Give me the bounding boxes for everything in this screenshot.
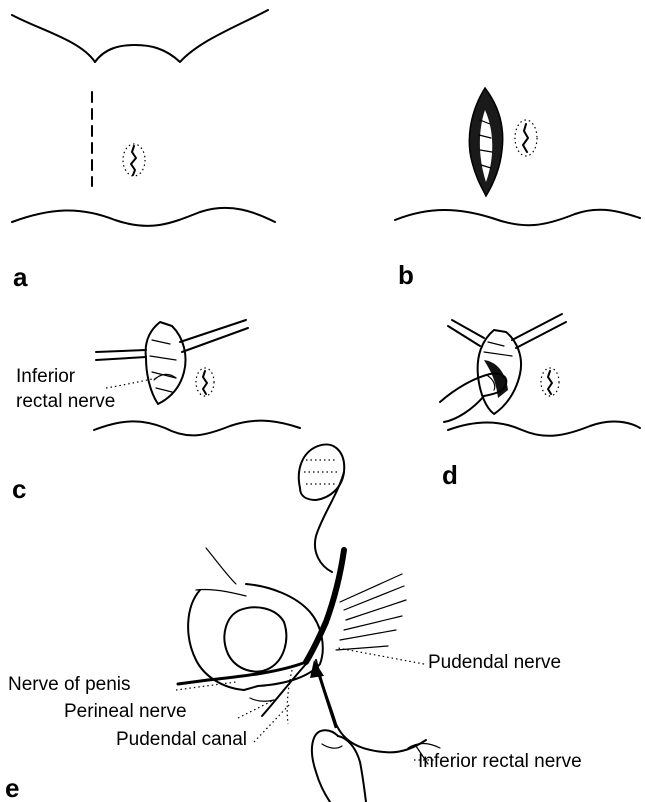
label-rectal-nerve-line2: rectal nerve — [16, 391, 115, 412]
retractor-right — [180, 320, 248, 352]
label-inferior-line1: Inferior — [16, 366, 76, 387]
panel-a: a — [12, 10, 275, 292]
panel-letter-d: d — [442, 460, 458, 490]
panel-d: d — [440, 314, 640, 490]
lower-body-contour — [395, 210, 640, 226]
label-pudendal-canal: Pudendal canal — [116, 729, 247, 750]
pudendal-canal — [287, 670, 292, 724]
label-nerve-of-penis: Nerve of penis — [8, 674, 131, 695]
retractor-left — [448, 320, 484, 346]
lower-body-contour — [12, 208, 275, 226]
anus-icon — [196, 368, 214, 396]
lower-body-contour — [94, 421, 300, 436]
panel-e: Nerve of penis Perineal nerve Pudendal c… — [5, 444, 582, 802]
label-inferior-rectal-nerve: Inferior rectal nerve — [418, 751, 582, 772]
leader-pudendal-canal — [254, 704, 290, 742]
anus-icon — [123, 144, 145, 176]
retractor-left — [96, 350, 146, 360]
incision-opening — [469, 88, 502, 196]
panel-c: Inferior rectal nerve c — [12, 320, 300, 504]
panel-letter-b: b — [398, 260, 414, 290]
anus-icon — [541, 368, 559, 396]
leader-pudendal-nerve — [338, 648, 424, 664]
incision-wound — [478, 330, 521, 414]
label-pudendal-nerve: Pudendal nerve — [428, 652, 561, 673]
finger-icon — [312, 730, 366, 802]
panel-letter-c: c — [12, 474, 26, 504]
gluteal-fibers — [336, 574, 406, 650]
lower-body-contour — [448, 422, 640, 436]
panel-b: b — [395, 88, 640, 290]
nerve-of-penis — [178, 662, 306, 684]
panel-letter-e: e — [5, 773, 19, 802]
incision-wound — [146, 322, 186, 404]
panel-letter-a: a — [13, 262, 28, 292]
upper-body-contour — [12, 10, 268, 62]
retractor-right — [512, 314, 566, 348]
arrow-icon — [310, 660, 336, 728]
label-perineal-nerve: Perineal nerve — [64, 701, 187, 722]
anus-icon — [515, 120, 537, 156]
